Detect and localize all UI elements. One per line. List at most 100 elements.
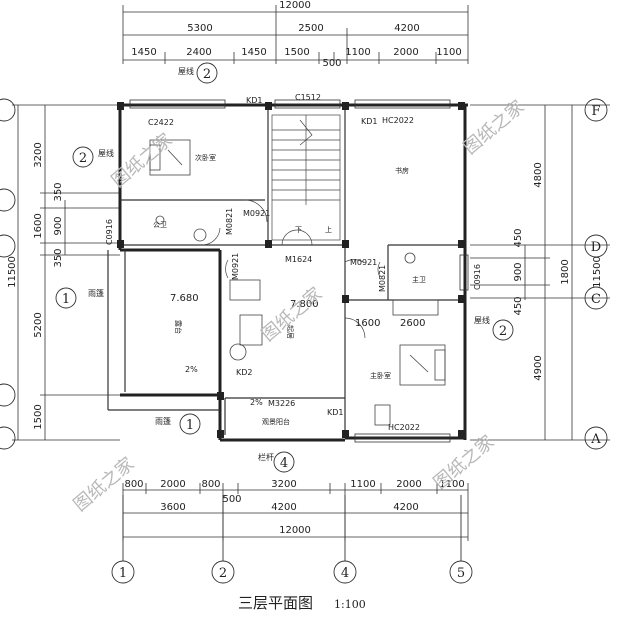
bottom-dim: 500 (222, 494, 241, 505)
axis-bubbles-right (0, 98, 608, 450)
kd-label: KD1 (327, 408, 344, 417)
right-dim: 4900 (533, 355, 544, 380)
left-dim: 900 (53, 216, 64, 235)
drawing-title: 三层平面图 (238, 594, 313, 612)
room-label-terrace: 露台 (174, 320, 183, 334)
door-label: M3226 (268, 399, 295, 408)
bottom-dim: 3200 (271, 479, 296, 490)
top-dim: 500 (322, 58, 341, 69)
top-dim: 1100 (345, 47, 370, 58)
bottom-dim: 4200 (271, 502, 296, 513)
gutter-label: 雨篷 (155, 416, 171, 426)
inner-dim: 2600 (400, 318, 425, 329)
top-dim: 1450 (131, 47, 156, 58)
top-dim: 1100 (436, 47, 461, 58)
left-dim: 3200 (33, 142, 44, 167)
right-dimensions (470, 104, 610, 441)
room-label-study: 书房 (395, 166, 409, 175)
stairs (271, 114, 341, 241)
axis-label: C (591, 292, 601, 307)
columns (117, 102, 465, 438)
drawing-scale: 1:100 (334, 598, 366, 611)
section-mark-label: 4 (280, 456, 288, 471)
axis-label: 5 (457, 566, 465, 581)
stair-up-label: 上 (325, 225, 332, 234)
room-label-scenic-balcony: 观景阳台 (262, 417, 290, 426)
axis-label: 4 (341, 566, 349, 581)
elevation-hall: 7.800 (290, 299, 319, 310)
windows (129, 99, 469, 443)
slope-label: 2% (185, 365, 198, 374)
left-dimensions (12, 104, 120, 441)
top-dim: 2500 (298, 23, 323, 34)
bottom-dim: 4200 (393, 502, 418, 513)
door-label: M0821 (225, 208, 234, 235)
top-dim: 5300 (187, 23, 212, 34)
watermark: 图纸之家 (108, 129, 177, 191)
eaves-label: 屋线 (474, 315, 490, 325)
bottom-dim: 3600 (160, 502, 185, 513)
axis-label: 1 (119, 566, 127, 581)
bottom-dim: 800 (201, 479, 220, 490)
bottom-dimensions (122, 483, 469, 541)
left-overall-dim: 11500 (7, 256, 18, 288)
top-dimensions (122, 5, 469, 64)
top-dim: 1450 (241, 47, 266, 58)
door-label: M1624 (285, 255, 312, 264)
bottom-dim: 2000 (160, 479, 185, 490)
doors (202, 199, 381, 339)
window-label: HC2022 (382, 116, 414, 125)
right-dim: 4800 (533, 162, 544, 187)
slope-label: 2% (250, 398, 263, 407)
door-label: M0921 (350, 258, 377, 267)
gutter-label: 雨篷 (88, 288, 104, 298)
bottom-overall-dim: 12000 (279, 525, 311, 536)
room-label-hall: 起居 (286, 325, 294, 339)
eaves-label: 屋线 (98, 148, 114, 158)
elevation-terrace: 7.680 (170, 293, 199, 304)
left-dim: 1500 (33, 404, 44, 429)
room-label-second-bedroom: 次卧室 (195, 153, 216, 162)
right-dim: 1800 (560, 259, 571, 284)
inner-dim: 1600 (355, 318, 380, 329)
right-dim: 450 (513, 228, 524, 247)
kd-label: KD1 (361, 117, 378, 126)
right-dim: 450 (513, 296, 524, 315)
section-mark-label: 1 (186, 418, 194, 433)
top-dim: 1500 (284, 47, 309, 58)
door-label: M0921 (243, 209, 270, 218)
walls (118, 103, 468, 442)
window-label: C0916 (473, 264, 482, 290)
top-dim: 4200 (394, 23, 419, 34)
door-label: M0921 (231, 253, 240, 280)
watermark: 图纸之家 (460, 96, 529, 158)
kd-label: KD2 (236, 368, 253, 377)
section-marks (55, 62, 514, 473)
thin-walls (107, 105, 465, 438)
window-label: C0916 (105, 219, 114, 245)
axis-label: A (590, 432, 601, 447)
window-label: HC2022 (388, 423, 420, 432)
axis-label: F (591, 104, 600, 119)
top-dim: 2000 (393, 47, 418, 58)
window-label: C1512 (295, 93, 321, 102)
left-dim: 350 (53, 182, 64, 201)
kd-label: KD1 (246, 96, 263, 105)
section-mark-label: 2 (499, 324, 507, 339)
axis-label: D (591, 240, 601, 255)
section-mark-label: 2 (79, 151, 87, 166)
right-dim: 900 (513, 262, 524, 281)
railing-label: 栏杆 (258, 452, 274, 462)
left-dim: 1600 (33, 213, 44, 238)
room-label-public-toilet: 公卫 (153, 221, 167, 229)
left-dim: 350 (53, 248, 64, 267)
bottom-dim: 1100 (439, 479, 464, 490)
section-mark-label: 1 (62, 292, 70, 307)
top-dim: 2400 (186, 47, 211, 58)
bottom-dim: 800 (124, 479, 143, 490)
door-label: M0821 (378, 265, 387, 292)
bottom-dim: 2000 (396, 479, 421, 490)
eaves-label: 屋线 (178, 66, 194, 76)
left-dim: 5200 (33, 312, 44, 337)
